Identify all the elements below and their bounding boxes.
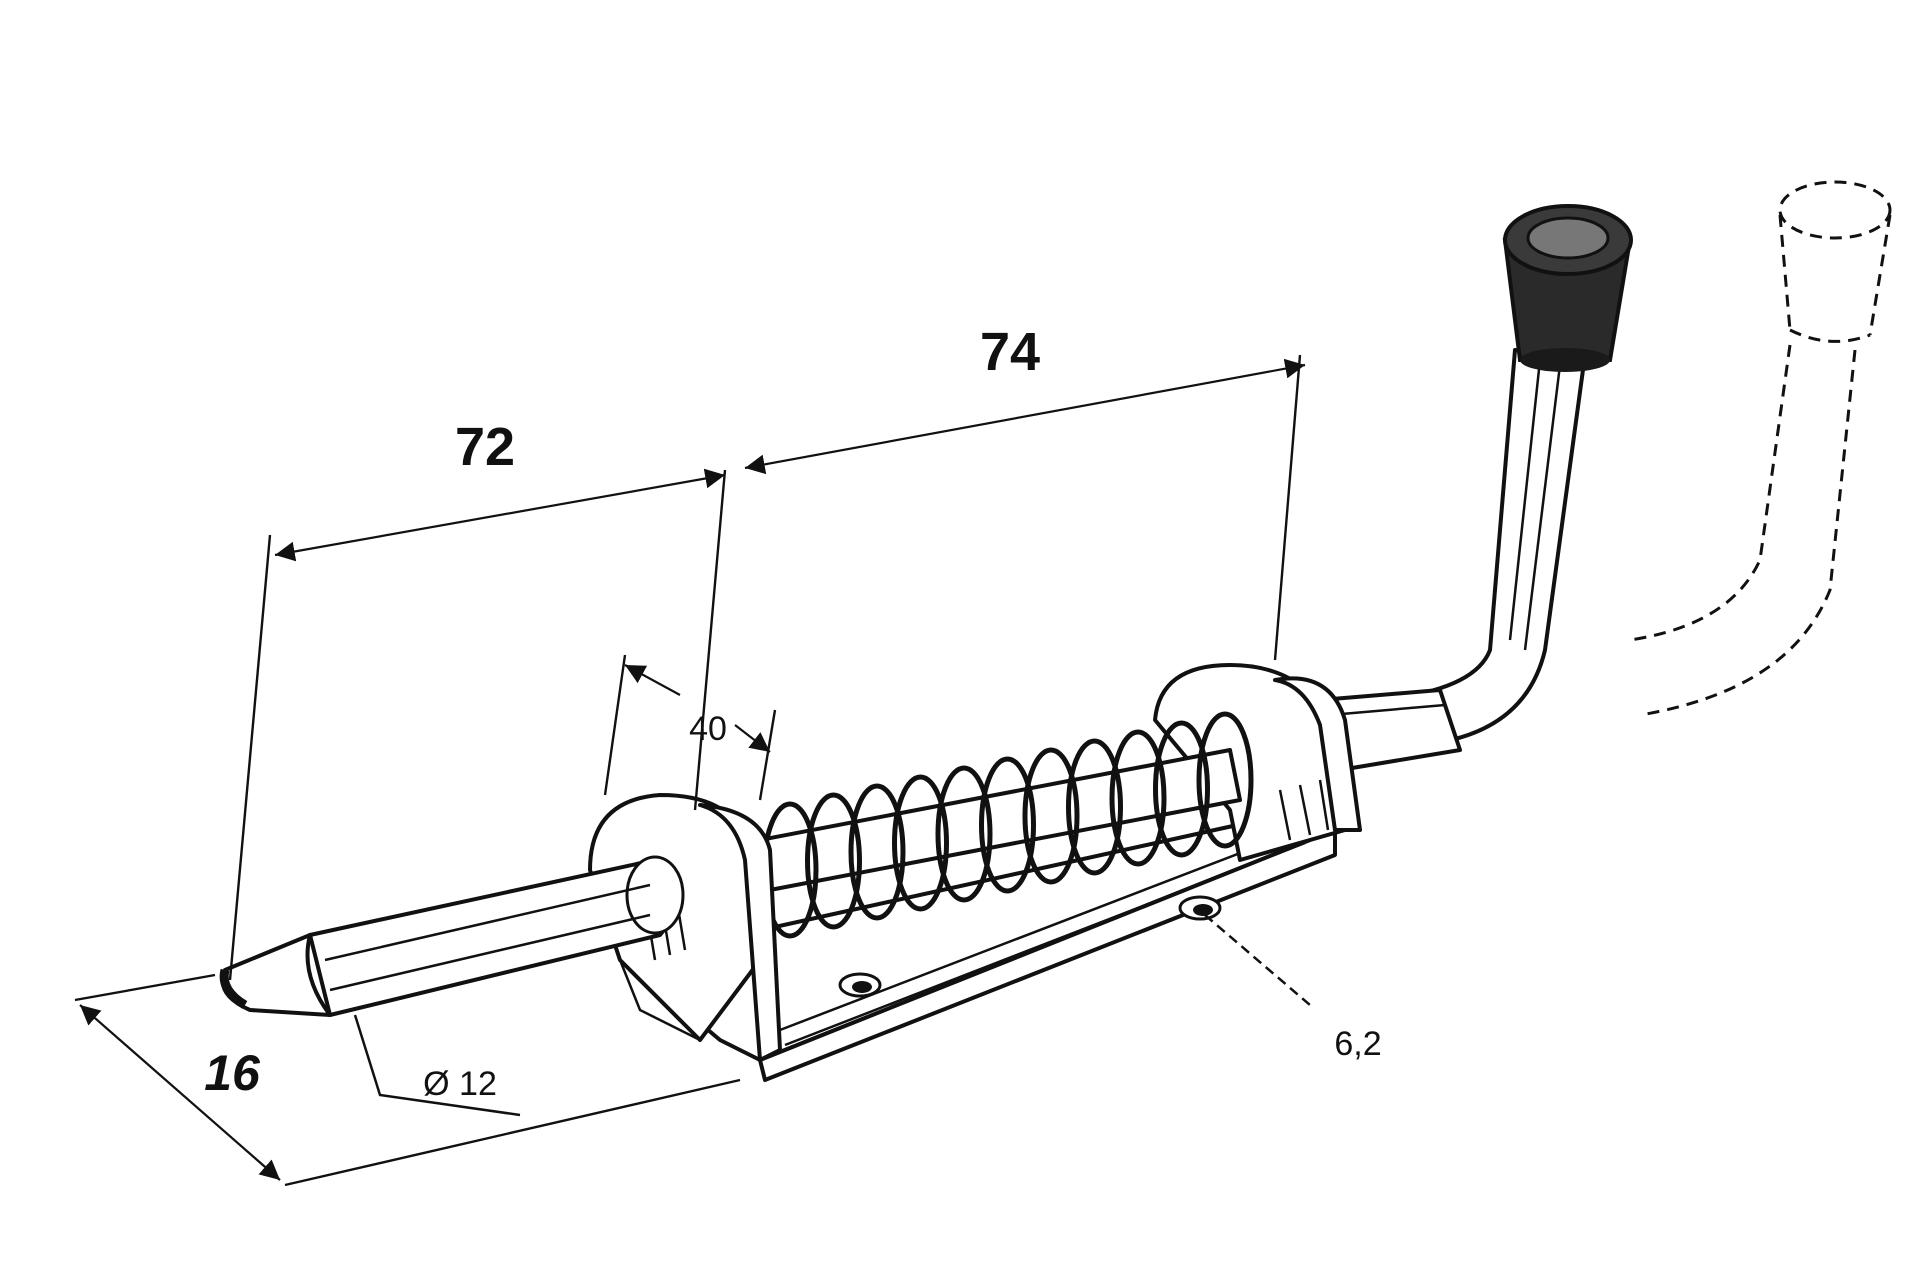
bolt-pin: [219, 855, 685, 1017]
spring-coil: [1066, 738, 1123, 876]
dimension-label-74: 74: [980, 322, 1040, 382]
handle: [1378, 204, 1633, 747]
hole-callout: 6,2: [1204, 914, 1382, 1063]
dimension-label-16: 16: [204, 1045, 261, 1101]
mounting-hole: [838, 972, 882, 998]
knob: [1502, 204, 1633, 372]
spring-coil: [935, 765, 993, 903]
dimension-40: 40: [603, 654, 777, 801]
base-plate: [623, 818, 1337, 1082]
dimension-72: 72: [228, 417, 727, 981]
diameter-callout-pin: Ø 12: [353, 1014, 521, 1117]
spring-coil: [1022, 747, 1080, 885]
handle-alternate-position: [1629, 180, 1892, 717]
spring-coil: [892, 774, 949, 912]
spring-coil: [848, 783, 906, 921]
spring-coil: [1109, 729, 1167, 867]
spring-coil: [1153, 720, 1210, 858]
dimension-74: 74: [744, 322, 1306, 661]
spring-coil: [805, 792, 862, 930]
dimension-label-diameter: Ø 12: [423, 1065, 497, 1103]
dimension-16: 16: [74, 973, 741, 1187]
dimension-label-40: 40: [689, 710, 727, 748]
spring: [758, 711, 1254, 939]
dimension-label-hole: 6,2: [1334, 1025, 1381, 1063]
spring-coil: [1196, 711, 1254, 849]
mounting-hole: [1178, 895, 1222, 921]
spring-coil: [979, 756, 1036, 894]
dimension-label-72: 72: [455, 417, 515, 477]
